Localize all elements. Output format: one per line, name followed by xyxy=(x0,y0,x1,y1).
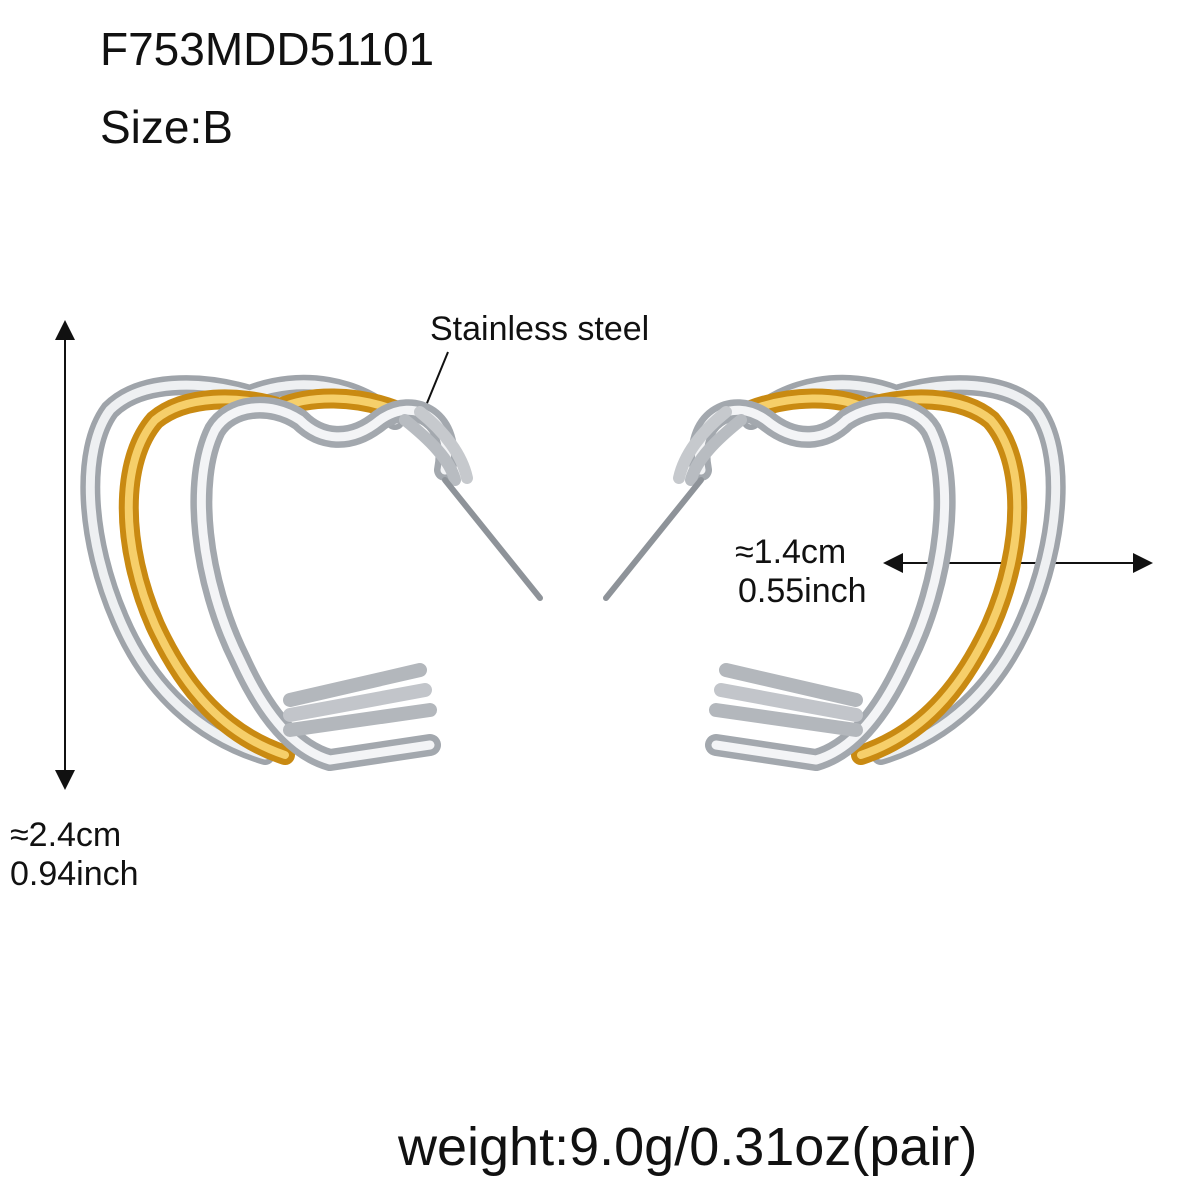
height-cm-label: ≈2.4cm xyxy=(10,816,122,854)
height-inch-label: 0.94inch xyxy=(10,855,139,893)
material-leader-line xyxy=(424,351,449,409)
heart-hoop-earring-left-icon xyxy=(80,374,543,771)
width-cm-label: ≈1.4cm xyxy=(735,533,847,571)
size-label: Size:B xyxy=(100,101,233,153)
material-callout-label: Stainless steel xyxy=(430,310,650,348)
product-code: F753MDD51101 xyxy=(100,23,435,75)
width-inch-label: 0.55inch xyxy=(738,572,867,610)
heart-hoop-earring-right-icon xyxy=(603,374,1066,771)
weight-label: weight:9.0g/0.31oz(pair) xyxy=(398,1117,978,1177)
